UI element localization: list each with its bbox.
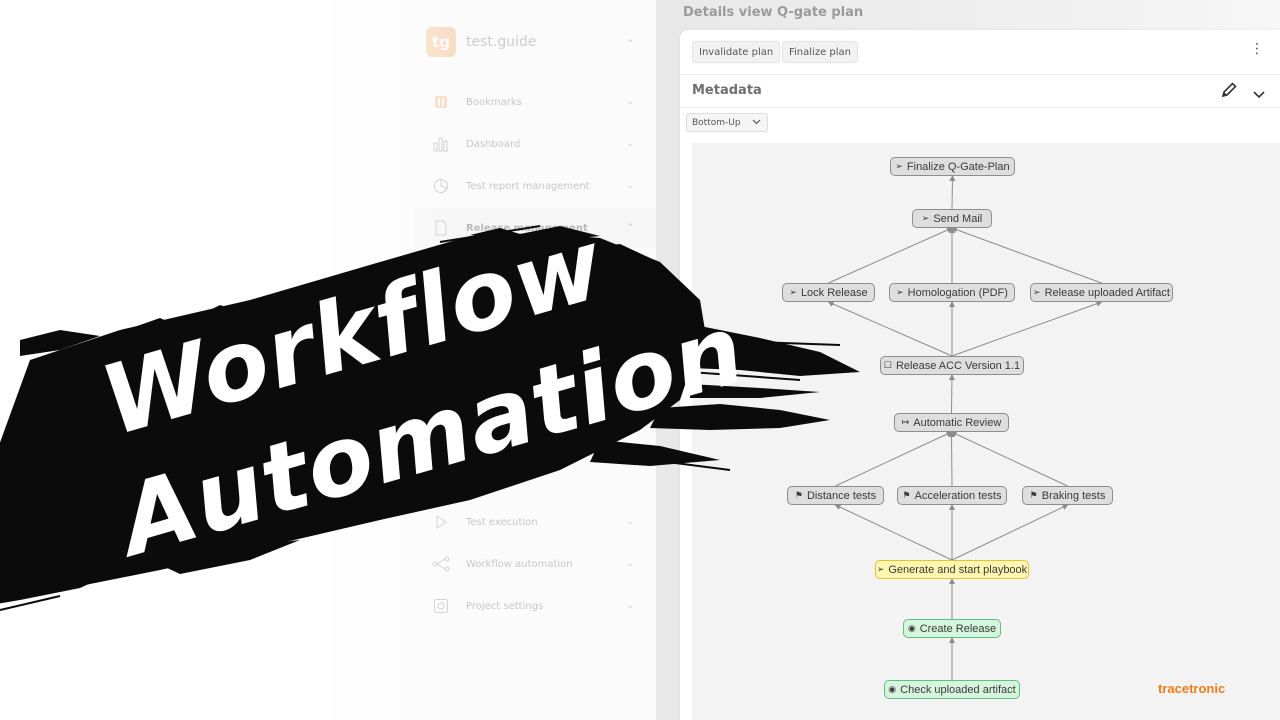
sidebar-item-label: Test report management — [466, 180, 590, 192]
checkbox-icon: ☐ — [883, 360, 892, 370]
graph-node-label: Acceleration tests — [914, 489, 1002, 502]
flag-icon: ⚑ — [794, 490, 803, 500]
graph-node-acceleration-tests[interactable]: ⚑ Acceleration tests — [897, 486, 1007, 505]
kebab-menu-icon[interactable]: ⋮ — [1250, 41, 1264, 57]
divider — [680, 74, 1280, 75]
graph-node-label: Check uploaded artifact — [900, 683, 1016, 696]
graph-node-label: Release uploaded Artifact — [1044, 286, 1170, 299]
graph-node-label: Release ACC Version 1.1 — [895, 359, 1021, 372]
graph-node-distance-tests[interactable]: ⚑ Distance tests — [787, 486, 884, 505]
play-arrow-icon: ➢ — [789, 287, 797, 297]
chevron-down-icon: ⌄ — [626, 181, 634, 191]
chevron-up-icon: ⌃ — [626, 223, 634, 233]
tracetronic-logo: tracetronic — [1158, 681, 1226, 696]
graph-node-generate-and-start-playbook[interactable]: ➢ Generate and start playbook — [875, 560, 1029, 579]
graph-node-check-uploaded-artifact[interactable]: ◉ Check uploaded artifact — [884, 680, 1020, 699]
chevron-down-icon: ⌄ — [626, 601, 634, 611]
review-arrow-icon: ↦ — [901, 417, 910, 427]
graph-node-label: Create Release — [919, 622, 997, 635]
chevron-down-icon[interactable]: ⌄ — [626, 34, 635, 45]
graph-node-finalize-q-gate-plan[interactable]: ➢ Finalize Q-Gate-Plan — [890, 157, 1015, 176]
chevron-down-icon: ⌄ — [626, 517, 634, 527]
sidebar-item-label: Dashboard — [466, 138, 521, 150]
finalize-plan-button[interactable]: Finalize plan — [782, 41, 858, 63]
graph-node-label: Send Mail — [933, 212, 983, 225]
play-arrow-icon: ➢ — [895, 161, 903, 171]
chevron-down-icon: ⌄ — [626, 97, 634, 107]
brand-name: test.guide — [466, 34, 537, 50]
graph-node-homologation-pdf[interactable]: ➢ Homologation (PDF) — [889, 283, 1015, 302]
radio-check-icon: ◉ — [907, 623, 916, 633]
direction-select-value: Bottom-Up — [692, 117, 741, 128]
graph-node-send-mail[interactable]: ➢ Send Mail — [912, 209, 992, 228]
graph-node-automatic-review[interactable]: ↦ Automatic Review — [894, 413, 1009, 432]
direction-select[interactable]: Bottom-Up — [686, 113, 768, 132]
play-arrow-icon: ➢ — [896, 287, 904, 297]
graph-node-label: Braking tests — [1041, 489, 1106, 502]
metadata-title: Metadata — [692, 83, 762, 98]
graph-node-lock-release[interactable]: ➢ Lock Release — [782, 283, 875, 302]
graph-node-release-acc-version[interactable]: ☐ Release ACC Version 1.1 — [880, 356, 1024, 375]
play-arrow-icon: ➢ — [876, 564, 885, 574]
radio-check-icon: ◉ — [888, 684, 897, 694]
play-arrow-icon: ➢ — [921, 213, 930, 223]
chevron-down-icon: ⌄ — [626, 559, 634, 569]
sidebar-item-label: Project settings — [466, 600, 544, 612]
graph-node-label: Lock Release — [800, 286, 868, 299]
graph-node-label: Generate and start playbook — [888, 563, 1028, 576]
sidebar-item-label: Bookmarks — [466, 96, 522, 108]
graph-node-label: Distance tests — [806, 489, 877, 502]
sidebar-item-label: Workflow automation — [466, 558, 573, 570]
details-card: Invalidate plan Finalize plan ⋮ Metadata… — [680, 30, 1280, 720]
graph-node-create-release[interactable]: ◉ Create Release — [903, 619, 1001, 638]
play-arrow-icon: ➢ — [1033, 287, 1041, 297]
flag-icon: ⚑ — [1029, 490, 1038, 500]
graph-node-label: Homologation (PDF) — [907, 286, 1008, 299]
pencil-icon[interactable] — [1220, 81, 1238, 103]
flag-icon: ⚑ — [902, 490, 911, 500]
invalidate-plan-button[interactable]: Invalidate plan — [692, 41, 781, 63]
graph-node-label: Finalize Q-Gate-Plan — [906, 160, 1010, 173]
graph-node-label: Automatic Review — [913, 416, 1002, 429]
graph-node-braking-tests[interactable]: ⚑ Braking tests — [1022, 486, 1113, 505]
chevron-down-icon[interactable] — [1253, 85, 1265, 104]
divider — [680, 107, 1280, 108]
chevron-down-icon — [752, 118, 761, 129]
sidebar-item-label: Test execution — [466, 516, 538, 528]
page-title: Details view Q-gate plan — [683, 5, 864, 20]
chevron-down-icon: ⌄ — [626, 139, 634, 149]
graph-node-release-uploaded-artifact[interactable]: ➢ Release uploaded Artifact — [1030, 283, 1173, 302]
